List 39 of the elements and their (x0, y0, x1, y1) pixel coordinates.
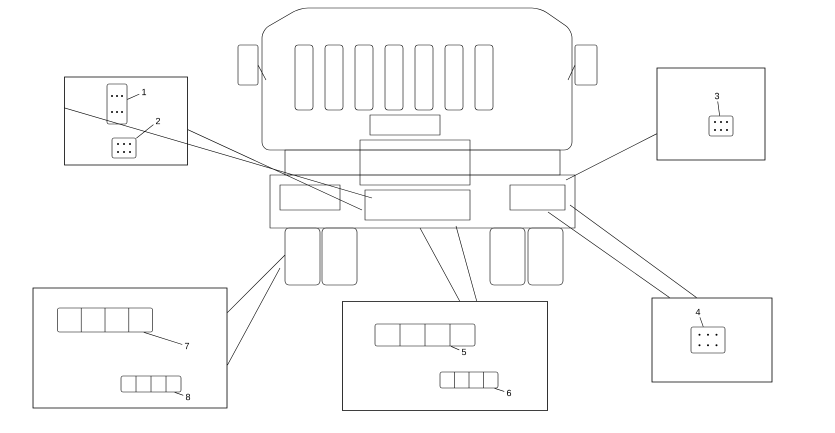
callout-number: 1 (142, 88, 146, 96)
leader-line (494, 388, 505, 392)
leader-line (450, 346, 460, 350)
part-drawing (57, 308, 153, 332)
part-drawing (120, 376, 182, 392)
inset-frame (32, 288, 228, 408)
leader-line (456, 226, 477, 302)
inset-frame (342, 301, 548, 411)
leader-line (136, 124, 154, 139)
callout-number: 5 (462, 348, 466, 356)
leader-line (174, 392, 184, 396)
part-drawing (690, 326, 726, 354)
leader-line (188, 129, 362, 210)
callout-number: 2 (156, 118, 160, 124)
truck-drawing (238, 8, 598, 286)
leader-line (127, 94, 140, 100)
inset-frame (652, 298, 772, 382)
part-drawing (374, 324, 476, 346)
callout-number: 8 (186, 394, 190, 400)
part-drawing (106, 84, 128, 124)
leader-line (548, 212, 670, 298)
callout-number: 6 (506, 390, 512, 396)
leader-line (566, 134, 657, 180)
part-drawing (112, 138, 136, 158)
leader-line (717, 101, 720, 116)
leader-line (64, 108, 372, 198)
leader-line (143, 332, 183, 345)
leader-line (227, 254, 286, 313)
inset-frame (656, 68, 766, 160)
leader-line (570, 204, 697, 298)
leader-line (700, 317, 704, 327)
leader-line (420, 228, 460, 302)
part-drawing (708, 116, 734, 136)
callout-number: 4 (696, 308, 700, 316)
callout-number: 7 (184, 342, 190, 350)
part-drawing (440, 372, 498, 388)
leader-line (227, 268, 280, 366)
callout-number: 3 (714, 92, 720, 100)
inset-frame (64, 76, 188, 166)
